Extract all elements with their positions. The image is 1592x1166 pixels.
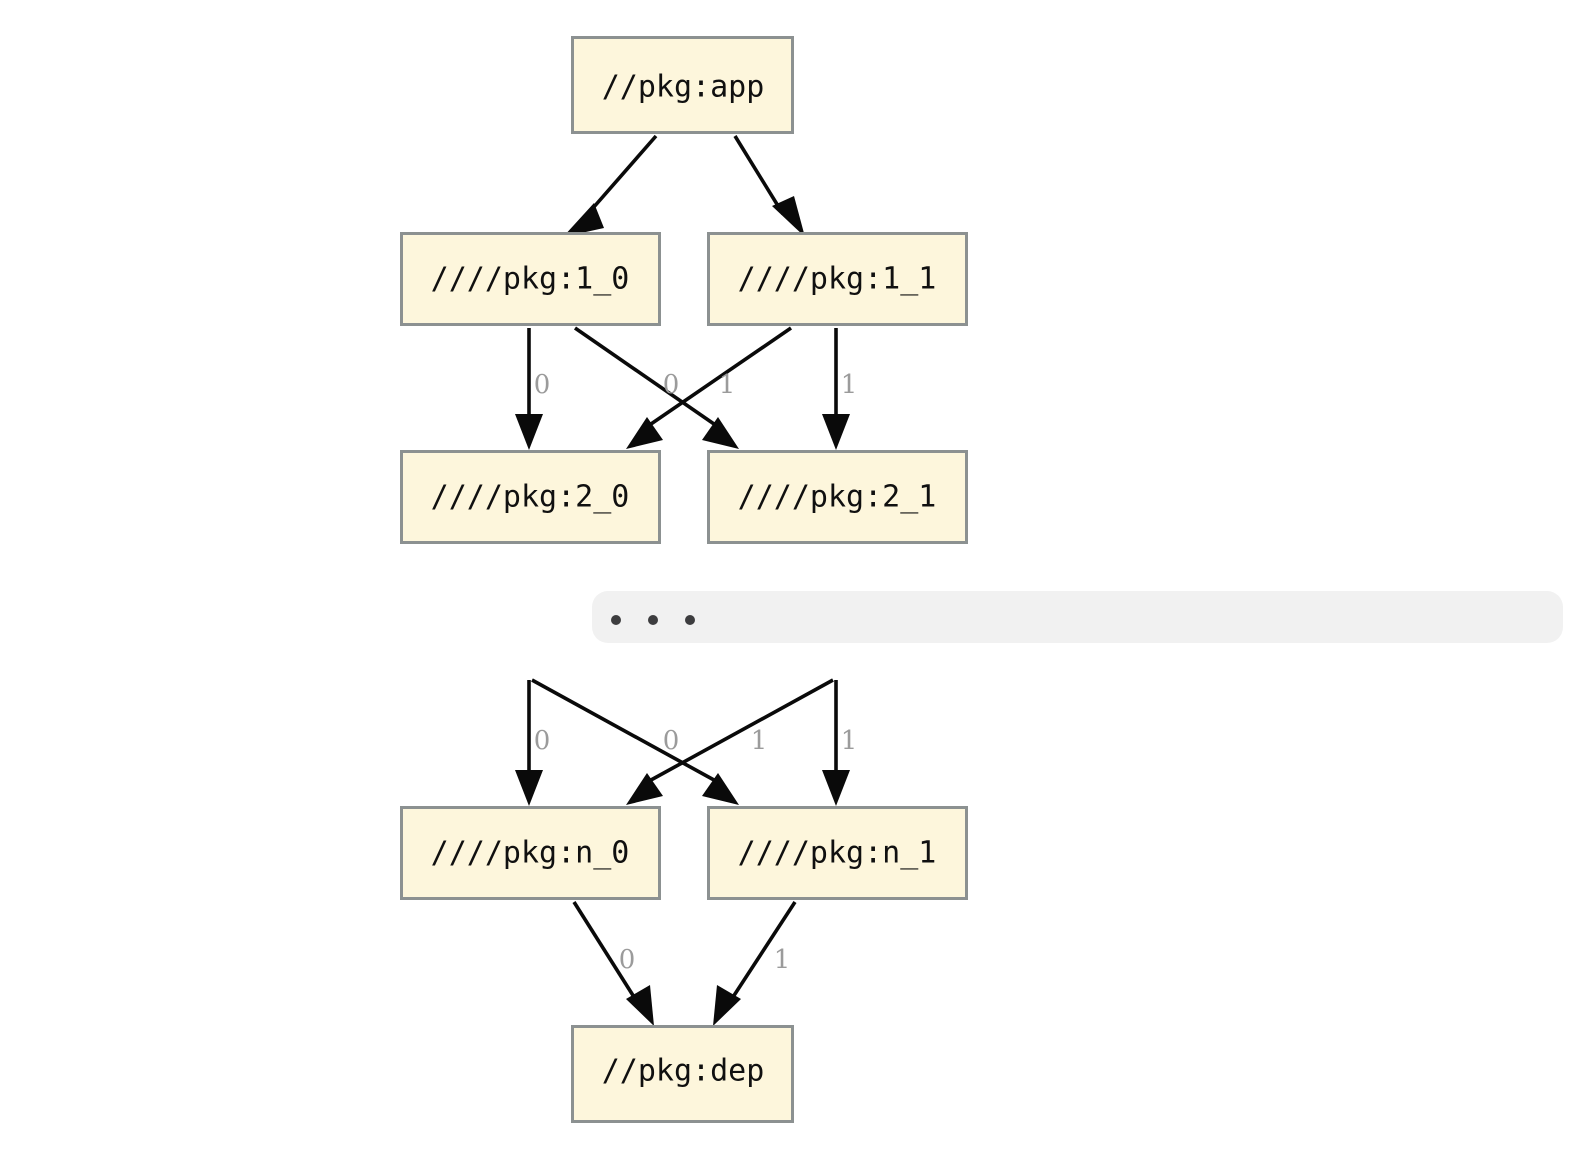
edge-above-to-n_0-cross — [626, 678, 834, 805]
edge-label-n_1-dep: 1 — [774, 945, 791, 975]
node-app-label: //pkg:app — [602, 70, 765, 105]
edge-app-to-1_0 — [563, 134, 658, 237]
edge-1_1-to-2_0 — [626, 326, 793, 449]
node-dep-label: //pkg:dep — [602, 1054, 765, 1089]
edge-label-above-n_0-a: 0 — [534, 726, 551, 756]
edge-1_0-to-2_1 — [573, 326, 739, 449]
edge-above-to-n_0-straight — [515, 680, 543, 806]
ellipsis-dot-3 — [685, 615, 695, 625]
node-pkg-2_1-label: ////pkg:2_1 — [738, 480, 937, 515]
node-app[interactable]: //pkg:app — [571, 36, 794, 134]
node-pkg-n_0-label: ////pkg:n_0 — [431, 836, 630, 871]
edge-label-1_0-2_1: 0 — [663, 370, 680, 400]
edge-label-1_0-2_0: 0 — [534, 370, 551, 400]
node-pkg-n_1-label: ////pkg:n_1 — [738, 836, 937, 871]
edge-1_1-to-2_1 — [822, 328, 850, 450]
ellipsis-dot-2 — [648, 615, 658, 625]
node-pkg-n_0[interactable]: ////pkg:n_0 — [400, 806, 661, 900]
edge-label-1_1-2_1: 1 — [841, 370, 858, 400]
node-dep[interactable]: //pkg:dep — [571, 1025, 794, 1123]
edge-label-above-n_1-b: 1 — [841, 726, 858, 756]
edge-1_0-to-2_0 — [515, 328, 543, 450]
node-pkg-n_1[interactable]: ////pkg:n_1 — [707, 806, 968, 900]
node-pkg-1_0-label: ////pkg:1_0 — [431, 262, 630, 297]
edge-label-1_1-2_0: 1 — [719, 370, 736, 400]
edge-label-above-n_0-b: 1 — [751, 726, 768, 756]
node-pkg-1_1[interactable]: ////pkg:1_1 — [707, 232, 968, 326]
edge-above-to-n_1-cross — [531, 678, 739, 805]
edge-app-to-1_1 — [733, 135, 805, 237]
node-pkg-2_0[interactable]: ////pkg:2_0 — [400, 450, 661, 544]
edge-n_1-to-dep — [713, 901, 797, 1026]
node-pkg-2_1[interactable]: ////pkg:2_1 — [707, 450, 968, 544]
edge-label-above-n_1-a: 0 — [663, 726, 680, 756]
node-pkg-1_1-label: ////pkg:1_1 — [738, 262, 937, 297]
node-pkg-2_0-label: ////pkg:2_0 — [431, 480, 630, 515]
edge-above-to-n_1-straight — [822, 680, 850, 806]
edge-label-n_0-dep: 0 — [619, 945, 636, 975]
ellipsis-separator — [592, 591, 1563, 643]
node-pkg-1_0[interactable]: ////pkg:1_0 — [400, 232, 661, 326]
ellipsis-dot-1 — [611, 615, 621, 625]
edge-n_0-to-dep — [572, 901, 654, 1026]
